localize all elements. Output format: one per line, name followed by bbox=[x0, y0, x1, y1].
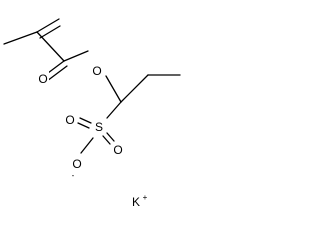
bond-c2-ch2-inner bbox=[39, 25, 61, 39]
counterion-charge-label: + bbox=[143, 193, 148, 202]
carbonyl-oxygen-bg bbox=[37, 71, 49, 86]
sulfonyl-oxygen-right-label: O bbox=[113, 143, 122, 157]
anion-oxygen-label: O bbox=[72, 157, 81, 171]
bond-s-o-right-b bbox=[102, 135, 111, 145]
bond-c2-ch2-outer bbox=[36, 18, 60, 33]
carbonyl-oxygen-label: O bbox=[38, 72, 47, 86]
bond-ch-ch2 bbox=[120, 74, 149, 103]
counterion-label: K bbox=[132, 195, 140, 209]
bond-s-o-right-a bbox=[106, 132, 115, 142]
bond-s-o-left-b bbox=[77, 122, 90, 129]
bond-c2-methyl bbox=[3, 31, 38, 45]
sulfur-bg bbox=[93, 119, 105, 134]
ester-oxygen-bg bbox=[91, 63, 103, 78]
sulfonyl-oxygen-left-label: O bbox=[65, 113, 74, 127]
ester-oxygen-label: O bbox=[92, 64, 101, 78]
bond-carbonyl-double-b bbox=[46, 65, 68, 82]
bond-c2-carbonyl bbox=[36, 31, 65, 62]
bond-s-o-anion bbox=[80, 137, 94, 154]
bond-carbonyl-ester-oxygen bbox=[63, 50, 89, 62]
sulfonyl-oxygen-left-bg bbox=[64, 112, 76, 127]
bond-ch-sulfur bbox=[106, 101, 122, 119]
bond-s-o-left-a bbox=[79, 117, 92, 124]
anion-charge-label: - bbox=[72, 171, 75, 180]
chemical-structure: O O S O O O - K + bbox=[3, 18, 181, 209]
anion-oxygen-bg bbox=[71, 156, 83, 171]
sulfur-label: S bbox=[95, 120, 103, 134]
bond-ester-oxygen-ch bbox=[105, 75, 122, 103]
sulfonyl-oxygen-right-bg bbox=[112, 142, 124, 157]
